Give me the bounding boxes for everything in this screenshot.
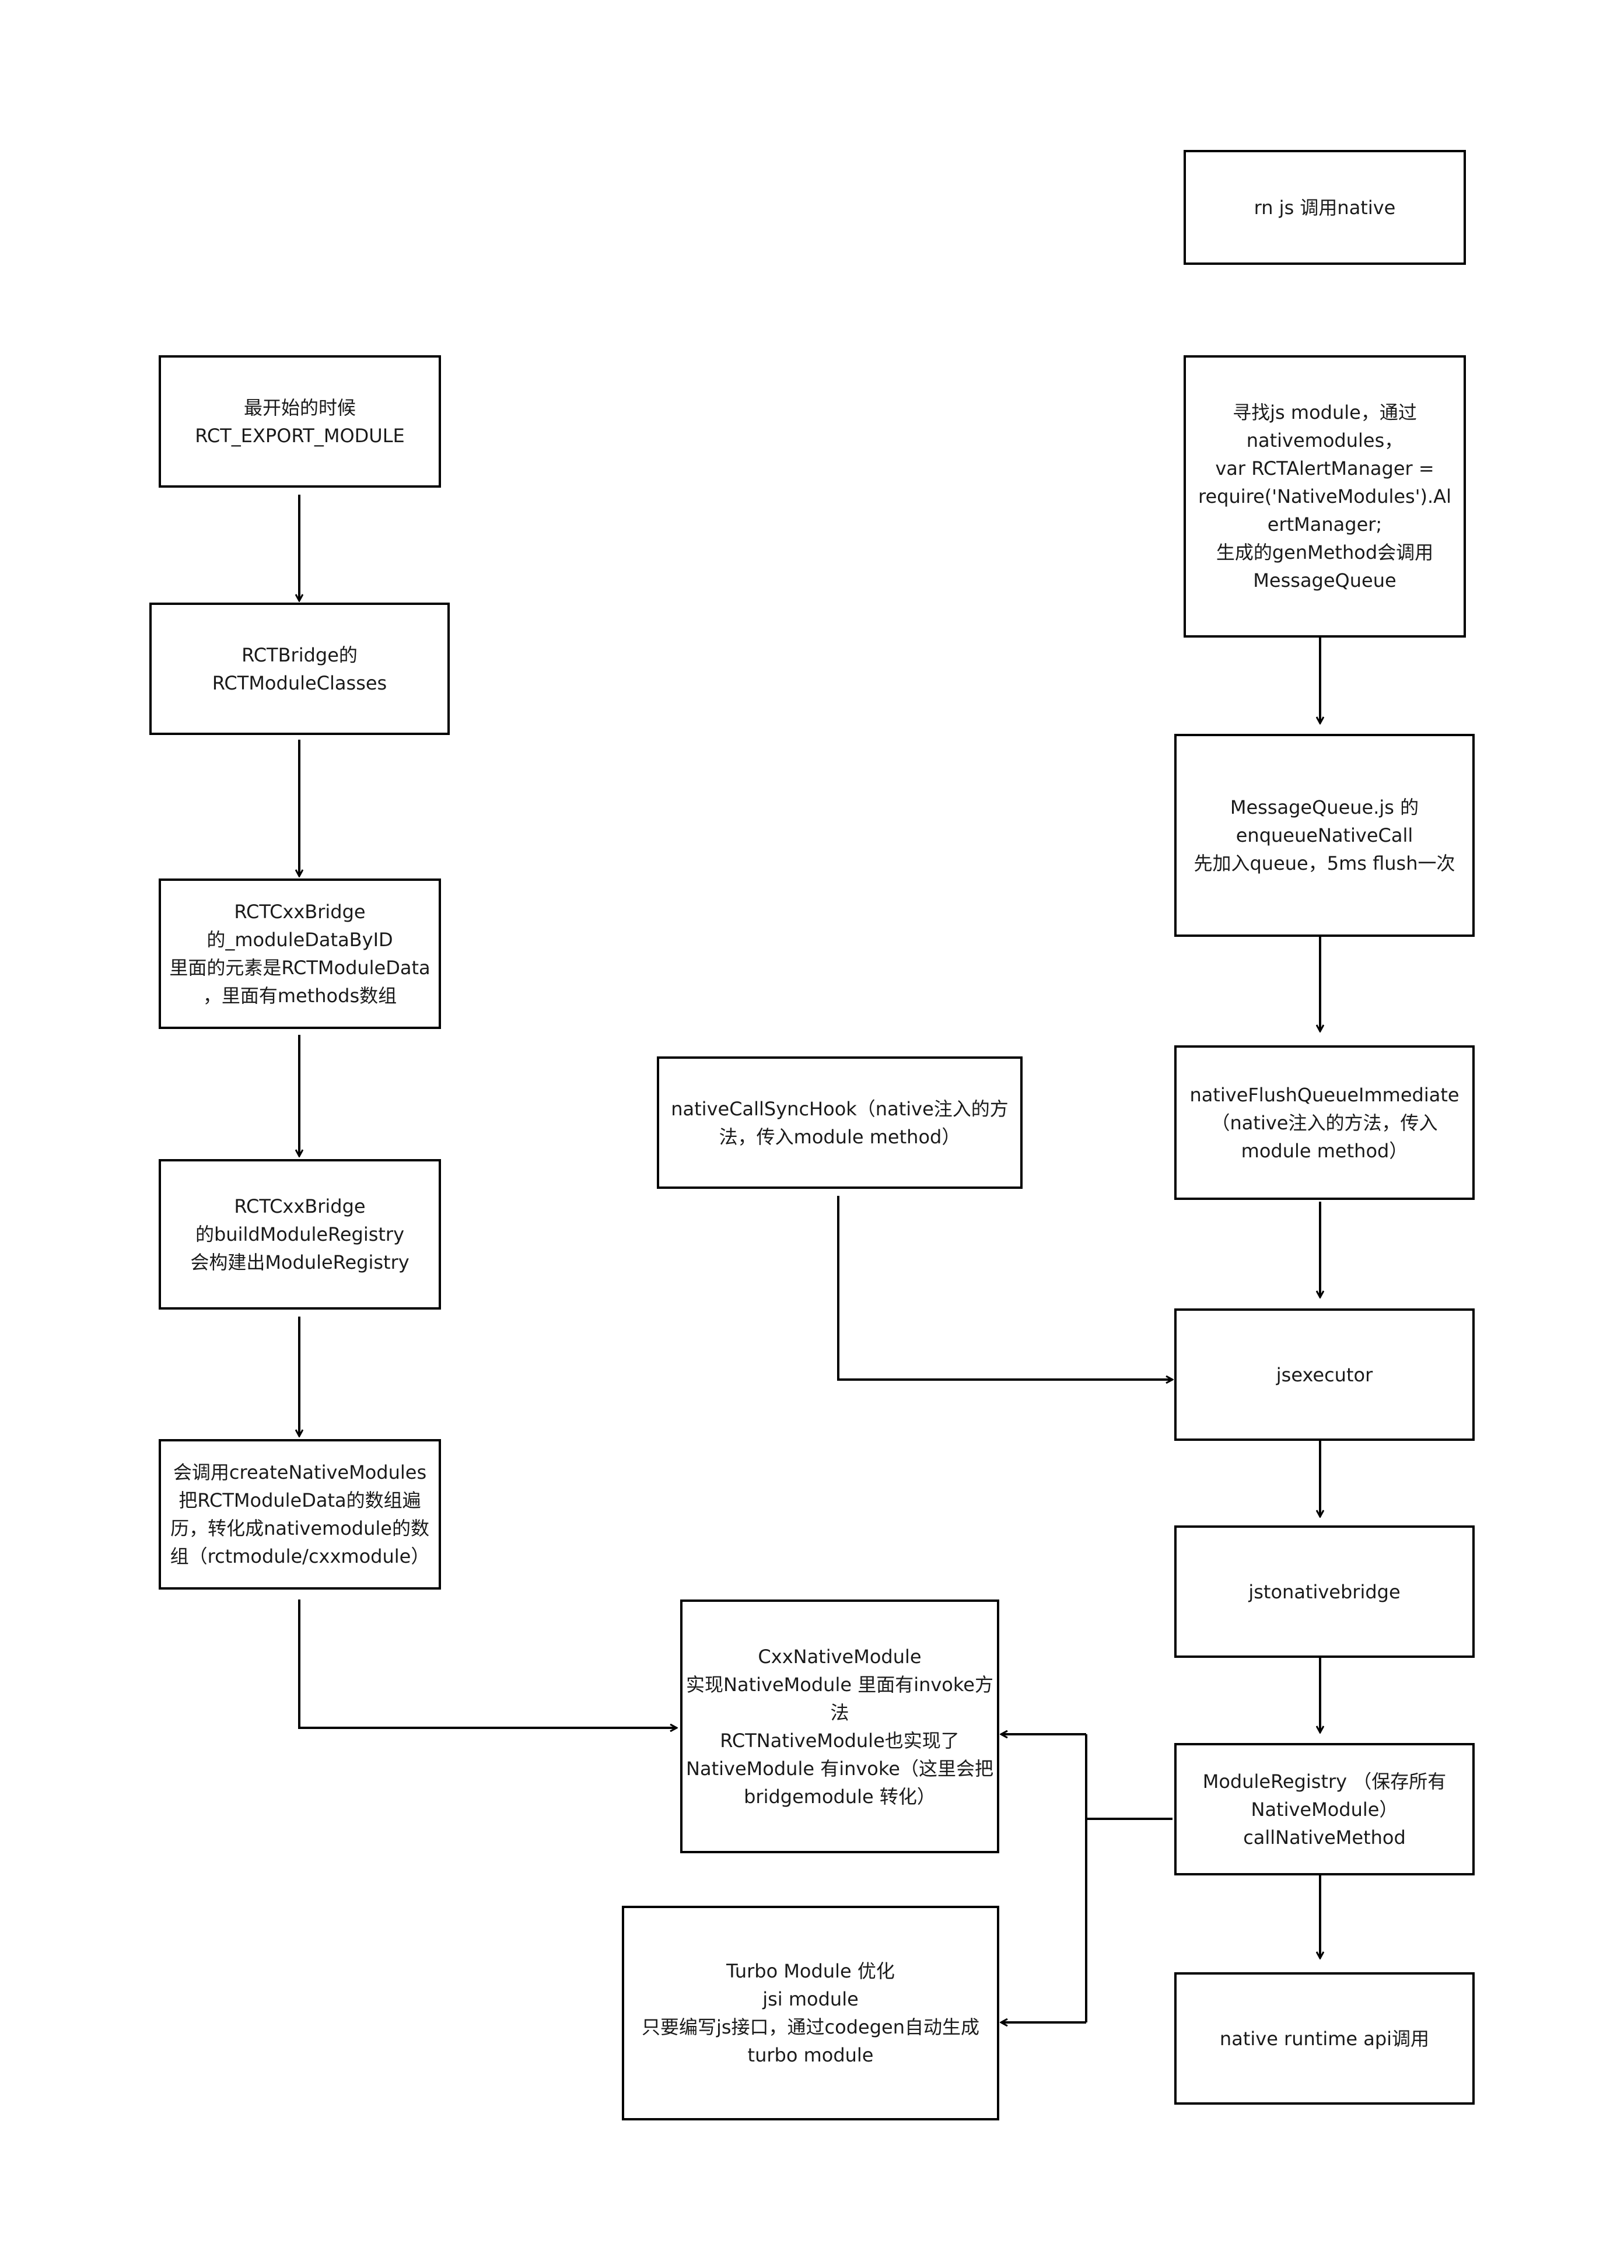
- node-text-line: 的_moduleDataByID: [206, 929, 393, 951]
- node-text: jstonativebridge: [1248, 1578, 1400, 1606]
- node-text-line: enqueueNativeCall: [1236, 824, 1413, 846]
- node-text-line: NativeModule 有invoke（这里会把: [686, 1757, 993, 1780]
- node-text: 会调用createNativeModules 把RCTModuleData的数组遍…: [170, 1458, 430, 1570]
- node-text-line: 寻找js module，通过: [1233, 401, 1417, 424]
- node-text-line: 会构建出ModuleRegistry: [190, 1251, 410, 1273]
- node-text-line: module method）: [1241, 1139, 1408, 1162]
- node-text-line: rn js 调用native: [1254, 196, 1396, 219]
- node-find-js-module: 寻找js module，通过 nativemodules， var RCTAlert…: [1184, 355, 1466, 638]
- node-native-runtime-api: native runtime api调用: [1174, 1972, 1475, 2105]
- node-text-line: （native注入的方法，传入: [1211, 1111, 1438, 1134]
- node-native-flush-queue: nativeFlushQueueImmediate （native注入的方法，传入…: [1174, 1045, 1475, 1200]
- node-text-line: ModuleRegistry （保存所有: [1202, 1770, 1447, 1793]
- node-text-line: 先加入queue，5ms flush一次: [1194, 852, 1455, 874]
- node-text: 最开始的时候 RCT_EXPORT_MODULE: [195, 394, 405, 450]
- node-text: MessageQueue.js 的 enqueueNativeCall 先加入que…: [1194, 793, 1455, 877]
- node-text: ModuleRegistry （保存所有 NativeModule） callNat…: [1203, 1768, 1447, 1852]
- node-text: CxxNativeModule 实现NativeModule 里面有invoke方…: [686, 1643, 993, 1811]
- node-text-line: 把RCTModuleData的数组遍: [178, 1489, 421, 1511]
- node-text-line: 最开始的时候: [243, 396, 356, 419]
- node-text-line: require('NativeModules').Al: [1198, 485, 1451, 508]
- node-text-line: 实现NativeModule 里面有invoke方: [686, 1673, 993, 1696]
- node-module-registry: ModuleRegistry （保存所有 NativeModule） callNat…: [1174, 1743, 1475, 1875]
- node-text-line: var RCTAlertManager =: [1215, 457, 1434, 480]
- node-text: RCTCxxBridge 的_moduleDataByID 里面的元素是RCTMod…: [169, 898, 430, 1010]
- node-message-queue: MessageQueue.js 的 enqueueNativeCall 先加入que…: [1174, 734, 1475, 937]
- node-text-line: CxxNativeModule: [758, 1645, 922, 1668]
- node-text-line: MessageQueue: [1253, 569, 1396, 592]
- node-jstonativebridge: jstonativebridge: [1174, 1525, 1475, 1658]
- node-text-line: MessageQueue.js 的: [1230, 796, 1419, 818]
- node-text-line: RCTCxxBridge: [234, 901, 366, 923]
- node-text-line: RCTModuleClasses: [212, 671, 387, 694]
- node-text-line: RCTCxxBridge: [234, 1195, 366, 1217]
- node-text-line: Turbo Module 优化: [726, 1960, 895, 1982]
- node-cxx-native-module: CxxNativeModule 实现NativeModule 里面有invoke方…: [680, 1600, 999, 1853]
- node-text-line: RCTBridge的: [242, 643, 358, 666]
- node-text-line: 的buildModuleRegistry: [195, 1223, 405, 1245]
- node-jsexecutor: jsexecutor: [1174, 1308, 1475, 1441]
- node-text-line: 历，转化成nativemodule的数: [170, 1517, 429, 1539]
- node-text-line: bridgemodule 转化）: [744, 1785, 936, 1808]
- node-text-line: RCTNativeModule也实现了: [720, 1729, 960, 1752]
- node-text-line: nativeFlushQueueImmediate: [1189, 1083, 1460, 1106]
- arrow-create-to-cxx-module: [298, 1600, 677, 1728]
- node-text: Turbo Module 优化 jsi module 只要编写js接口，通过code…: [642, 1957, 979, 2069]
- node-build-module-registry: RCTCxxBridge 的buildModuleRegistry 会构建出Modu…: [159, 1159, 441, 1310]
- node-text-line: native runtime api调用: [1219, 2027, 1430, 2050]
- node-text-line: ertManager;: [1267, 513, 1382, 536]
- node-text-line: jsexecutor: [1276, 1363, 1373, 1386]
- node-text: 寻找js module，通过 nativemodules， var RCTAlert…: [1198, 398, 1451, 594]
- node-text: nativeFlushQueueImmediate （native注入的方法，传入…: [1189, 1081, 1459, 1165]
- node-text-line: nativeCallSyncHook（native注入的方: [671, 1097, 1009, 1120]
- node-create-native-modules: 会调用createNativeModules 把RCTModuleData的数组遍…: [159, 1439, 441, 1590]
- node-text-line: callNativeMethod: [1243, 1826, 1406, 1849]
- node-text-line: 里面的元素是RCTModuleData: [169, 957, 430, 979]
- node-text: RCTBridge的 RCTModuleClasses: [212, 641, 387, 697]
- node-text-line: nativemodules，: [1246, 429, 1404, 452]
- node-text: RCTCxxBridge 的buildModuleRegistry 会构建出Modu…: [190, 1192, 409, 1276]
- node-text: native runtime api调用: [1220, 2025, 1429, 2053]
- node-text: nativeCallSyncHook（native注入的方法，传入module …: [671, 1095, 1009, 1151]
- node-rct-export-module: 最开始的时候 RCT_EXPORT_MODULE: [159, 355, 441, 488]
- node-text-line: 会调用createNativeModules: [173, 1461, 427, 1483]
- node-rct-cxx-bridge-module-data: RCTCxxBridge 的_moduleDataByID 里面的元素是RCTMod…: [159, 878, 441, 1029]
- node-text-line: 只要编写js接口，通过codegen自动生成: [641, 2016, 980, 2038]
- node-text-line: jsi module: [762, 1988, 859, 2010]
- node-text-line: 法: [830, 1701, 849, 1724]
- node-text-line: turbo module: [747, 2044, 874, 2066]
- node-text-line: 生成的genMethod会调用: [1216, 541, 1434, 564]
- node-text: jsexecutor: [1276, 1361, 1373, 1389]
- arrow-sync-hook-to-jsexecutor: [837, 1196, 1172, 1380]
- node-text-line: jstonativebridge: [1248, 1580, 1401, 1603]
- node-text-line: RCT_EXPORT_MODULE: [195, 424, 405, 447]
- node-text-line: 组（rctmodule/cxxmodule）: [170, 1545, 430, 1567]
- node-rn-js-call-native: rn js 调用native: [1184, 150, 1466, 265]
- node-text-line: ，里面有methods数组: [202, 985, 397, 1007]
- node-native-call-sync-hook: nativeCallSyncHook（native注入的方法，传入module …: [657, 1056, 1023, 1189]
- node-text-line: NativeModule）: [1251, 1798, 1398, 1821]
- node-rct-bridge-module-classes: RCTBridge的 RCTModuleClasses: [149, 603, 450, 735]
- node-turbo-module: Turbo Module 优化 jsi module 只要编写js接口，通过code…: [622, 1906, 999, 2120]
- node-text-line: 法，传入module method）: [719, 1125, 961, 1148]
- node-text: rn js 调用native: [1254, 194, 1396, 222]
